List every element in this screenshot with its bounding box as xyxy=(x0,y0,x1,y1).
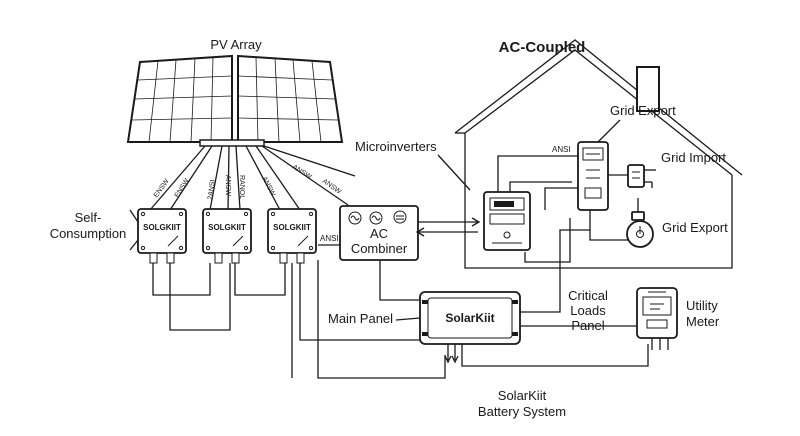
self-consumption-arrow xyxy=(129,209,139,251)
svg-text:2ANSI: 2ANSI xyxy=(207,179,217,200)
combiner-house-arrows xyxy=(379,217,481,301)
battery-system-label-line1: SolarKiit xyxy=(498,388,547,403)
microinverter-1: SOLGKIIT xyxy=(137,208,187,264)
svg-text:RANOL: RANOL xyxy=(238,175,245,199)
pv-dc-cables xyxy=(149,145,356,211)
battery-brand: SolarKiit xyxy=(445,311,494,325)
house-internal-wiring xyxy=(497,155,628,263)
self-consumption-label-line2: Consumption xyxy=(50,226,127,241)
svg-text:ANSW: ANSW xyxy=(260,176,276,198)
microinverter-2: SOLGKIIT xyxy=(202,208,252,264)
battery-wiring xyxy=(461,229,649,367)
grid-export-meter xyxy=(577,141,609,211)
pv-cell-grid xyxy=(131,56,339,143)
house xyxy=(454,39,743,269)
ansi-tag-house: ANSI xyxy=(552,145,571,154)
pv-array xyxy=(126,54,344,147)
microinverter-1-brand: SOLGKIIT xyxy=(143,223,181,232)
house-chimney xyxy=(636,66,660,112)
microinverters-label: Microinverters xyxy=(355,139,437,154)
grid-export-clock-meter xyxy=(626,198,654,248)
ac-combiner xyxy=(339,205,419,261)
critical-loads-label-line1: Critical xyxy=(568,288,608,303)
critical-loads-label-line3: Panel xyxy=(571,318,604,333)
solarkiit-battery-unit: SolarKiit xyxy=(419,291,521,364)
inverter-bus-wiring xyxy=(152,244,446,379)
battery-system-label-line2: Battery System xyxy=(478,404,566,419)
title: AC-Coupled xyxy=(499,39,586,56)
grid-export-right-label-line1: Grid Export xyxy=(662,220,728,235)
ac-combiner-label-line2: Combiner xyxy=(351,241,408,256)
grid-export-top-pointer xyxy=(597,119,621,143)
svg-text:ENSW: ENSW xyxy=(174,177,191,199)
main-panel-label: Main Panel xyxy=(328,311,393,326)
svg-text:ANSW: ANSW xyxy=(291,164,313,181)
utility-meter-label-line1: Utility xyxy=(686,298,718,313)
microinverter-3-brand: SOLGKIIT xyxy=(273,223,311,232)
grid-import-disconnect xyxy=(627,164,656,188)
pv-array-label: PV Array xyxy=(210,37,262,52)
svg-text:ANSW: ANSW xyxy=(224,175,231,196)
grid-import-label: Grid Import xyxy=(661,150,726,165)
microinverter-3: SOLGKIIT xyxy=(267,208,317,264)
ac-combiner-label-line1: AC xyxy=(370,226,388,241)
ansi-tag-combiner: ANSI xyxy=(320,234,339,243)
microinverters-pointer xyxy=(437,154,471,191)
house-energy-meter xyxy=(483,191,531,251)
utility-meter xyxy=(636,287,678,350)
self-consumption-label-line1: Self- xyxy=(75,210,102,225)
utility-meter-label-line2: Meter xyxy=(686,314,720,329)
grid-export-top-label: Grid Export xyxy=(610,103,676,118)
pv-mount-bar xyxy=(199,139,265,147)
main-panel-pointer xyxy=(395,317,421,321)
critical-loads-label-line2: Loads xyxy=(570,303,606,318)
microinverter-2-brand: SOLGKIIT xyxy=(208,223,246,232)
